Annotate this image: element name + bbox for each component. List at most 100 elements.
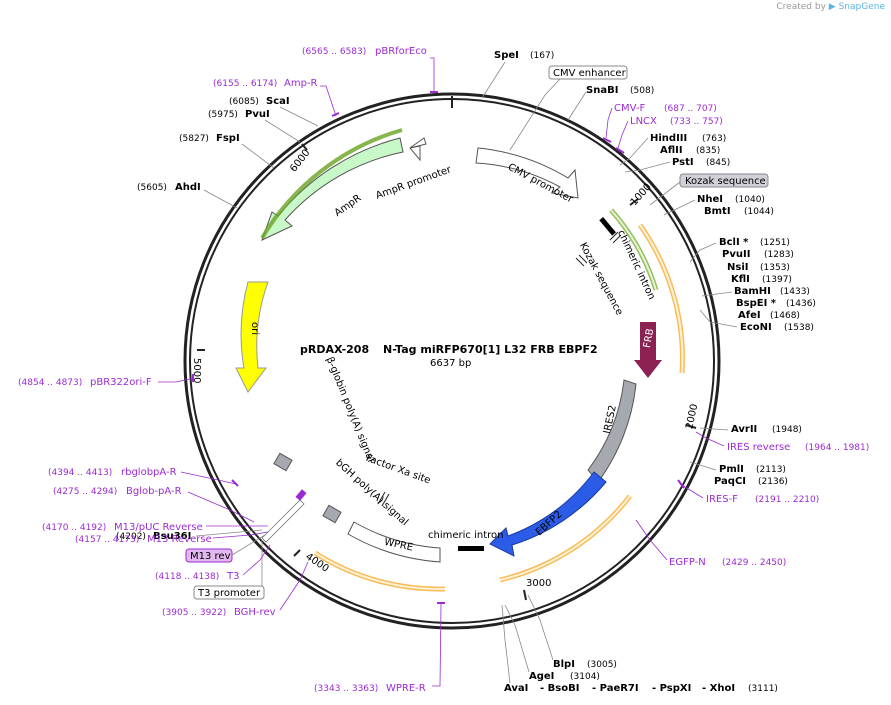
restriction-sites-right: SpeI (167) SnaBI (508) HindIII (763) Afl… [481, 50, 816, 682]
cmv-enhancer-lead [509, 78, 561, 151]
site-pmli-lead [689, 461, 717, 471]
chimeric-intron-top[interactable] [599, 217, 616, 236]
site-pvuii: PvuII [722, 249, 750, 260]
site-paer7i: - PaeR7I [592, 683, 639, 694]
tick-6000-mark [301, 143, 308, 151]
tick-3000-mark [523, 589, 527, 601]
site-avrii-pos: (1948) [772, 425, 802, 435]
tick-2000: 2000 [684, 403, 700, 430]
site-bsu36i: Bsu36I [153, 531, 191, 542]
primer-iresf-mark [677, 479, 685, 489]
chimeric-intron-bottom[interactable] [458, 546, 484, 551]
site-avrii: AvrII [731, 424, 757, 435]
site-econi: EcoNI [740, 322, 772, 333]
site-psti: PstI [672, 157, 694, 168]
site-pmli: PmlI [719, 464, 744, 475]
cmv-enhancer-box [548, 65, 628, 80]
site-hindiii-lead [619, 137, 649, 166]
site-afei-pos: (1468) [770, 311, 800, 321]
orange-band-lowerleft-core [314, 552, 446, 591]
ori-arrow[interactable] [235, 281, 269, 393]
primer-t3-range: (4118 .. 4138) [155, 572, 219, 582]
m13-rev-block[interactable] [295, 489, 307, 501]
t3-promoter-box [193, 585, 265, 600]
site-afei: AfeI [738, 310, 761, 321]
green-band-1000-core [610, 209, 657, 291]
site-bspei-pos: (1436) [786, 299, 816, 309]
site-ahdi-pos: (5605) [137, 183, 167, 193]
primer-pbrforeco-lead [430, 57, 435, 92]
t3-promoter-box-label: T3 promoter [197, 588, 261, 599]
primer-lncx-range: (733 .. 757) [670, 117, 723, 127]
factor-xa-mark-2 [381, 493, 390, 507]
primer-cmvf: CMV-F [614, 103, 645, 114]
site-bsobi: - BsoBI [540, 683, 579, 694]
site-bsu36i-pos: (4202) [116, 532, 146, 542]
primer-m13puc: M13/pUC Reverse [114, 522, 203, 533]
site-spei-lead [481, 61, 506, 99]
kozak-box [679, 173, 769, 188]
primer-rbglobpar: rbglobpA-R [121, 467, 177, 478]
frb-label: FRB [642, 328, 656, 349]
primer-cmvf-range: (687 .. 707) [664, 104, 717, 114]
primer-wprer-lead [432, 603, 442, 687]
site-aflii: AflII [660, 145, 683, 156]
site-blpi: BlpI [553, 659, 575, 670]
tick-3000: 3000 [526, 578, 551, 589]
site-snabi-pos: (508) [630, 86, 654, 96]
beta-globin-polya-block[interactable] [273, 452, 293, 472]
primer-rbglobpar-lead [180, 471, 237, 485]
orange-band-bottom-core [499, 495, 631, 581]
site-ahdi: AhdI [175, 182, 201, 193]
wpre-block[interactable] [347, 521, 441, 563]
site-aflii-pos: (835) [696, 146, 720, 156]
site-hindiii: HindIII [650, 133, 687, 144]
site-hindiii-pos: (763) [702, 134, 726, 144]
ampr-promoter-arrow[interactable] [409, 137, 427, 162]
site-ahdi-lead [203, 189, 238, 209]
kozak-box-lead [649, 181, 681, 206]
beta-globin-polya-label: β-globin poly(A) signal [324, 355, 376, 463]
cmv-promoter-arrow[interactable] [475, 147, 579, 199]
site-nsii-pos: (1353) [760, 263, 790, 273]
site-nhei-pos: (1040) [735, 195, 765, 205]
primer-ampr: Amp-R [284, 78, 318, 89]
frb-arrow[interactable] [634, 322, 662, 378]
credit-brand: SnapGene [838, 2, 885, 12]
ebfp2-arrow[interactable] [489, 471, 607, 557]
tick-1000-mark [629, 198, 639, 206]
primer-m13puc-range: (4170 .. 4192) [42, 523, 106, 533]
site-scai: ScaI [266, 96, 290, 107]
site-bmti: BmtI [704, 206, 731, 217]
site-paqci: PaqCI [714, 476, 746, 487]
m13-rev-box [185, 548, 233, 563]
primer-m13reverse-range: (4157 .. 4173) [75, 535, 139, 545]
primer-bglobpar: Bglob-pA-R [126, 486, 182, 497]
ampr-green-band [260, 128, 403, 240]
plasmid-description: N-Tag miRFP670[1] L32 FRB EBPF2 [383, 343, 598, 356]
orange-band-right-core [639, 224, 684, 374]
snapgene-logo-icon: ▶ [828, 2, 836, 12]
site-psti-pos: (845) [706, 158, 730, 168]
primer-ires-reverse: IRES reverse [727, 442, 790, 453]
site-fspi: FspI [216, 133, 240, 144]
site-bamhi-lead [701, 291, 733, 297]
primer-bghrev: BGH-rev [234, 607, 276, 618]
primer-pbr322orif: pBR322ori-F [90, 377, 152, 388]
site-blpi-lead [527, 594, 554, 661]
site-pvui: PvuI [245, 109, 270, 120]
site-psti-lead [624, 161, 671, 173]
plasmid-size: 6637 bp [430, 358, 471, 369]
bottom-site-group: AvaI - BsoBI - PaeR7I - PspXI - XhoI (31… [501, 604, 778, 694]
primer-lncx: LNCX [630, 116, 657, 127]
site-paqci-pos: (2136) [758, 477, 788, 487]
primer-pbr322orif-range: (4854 .. 4873) [18, 378, 82, 388]
ori-label: ori [249, 322, 260, 335]
primer-ampr-mark [331, 112, 340, 117]
site-fspi-pos: (5827) [179, 134, 209, 144]
bgh-polya-block[interactable] [322, 504, 342, 524]
ampr-arrow[interactable] [261, 137, 404, 241]
t3-promoter-arrow[interactable] [261, 499, 305, 543]
site-fspi-lead [241, 143, 275, 169]
primer-egfpn-lead [635, 519, 668, 561]
